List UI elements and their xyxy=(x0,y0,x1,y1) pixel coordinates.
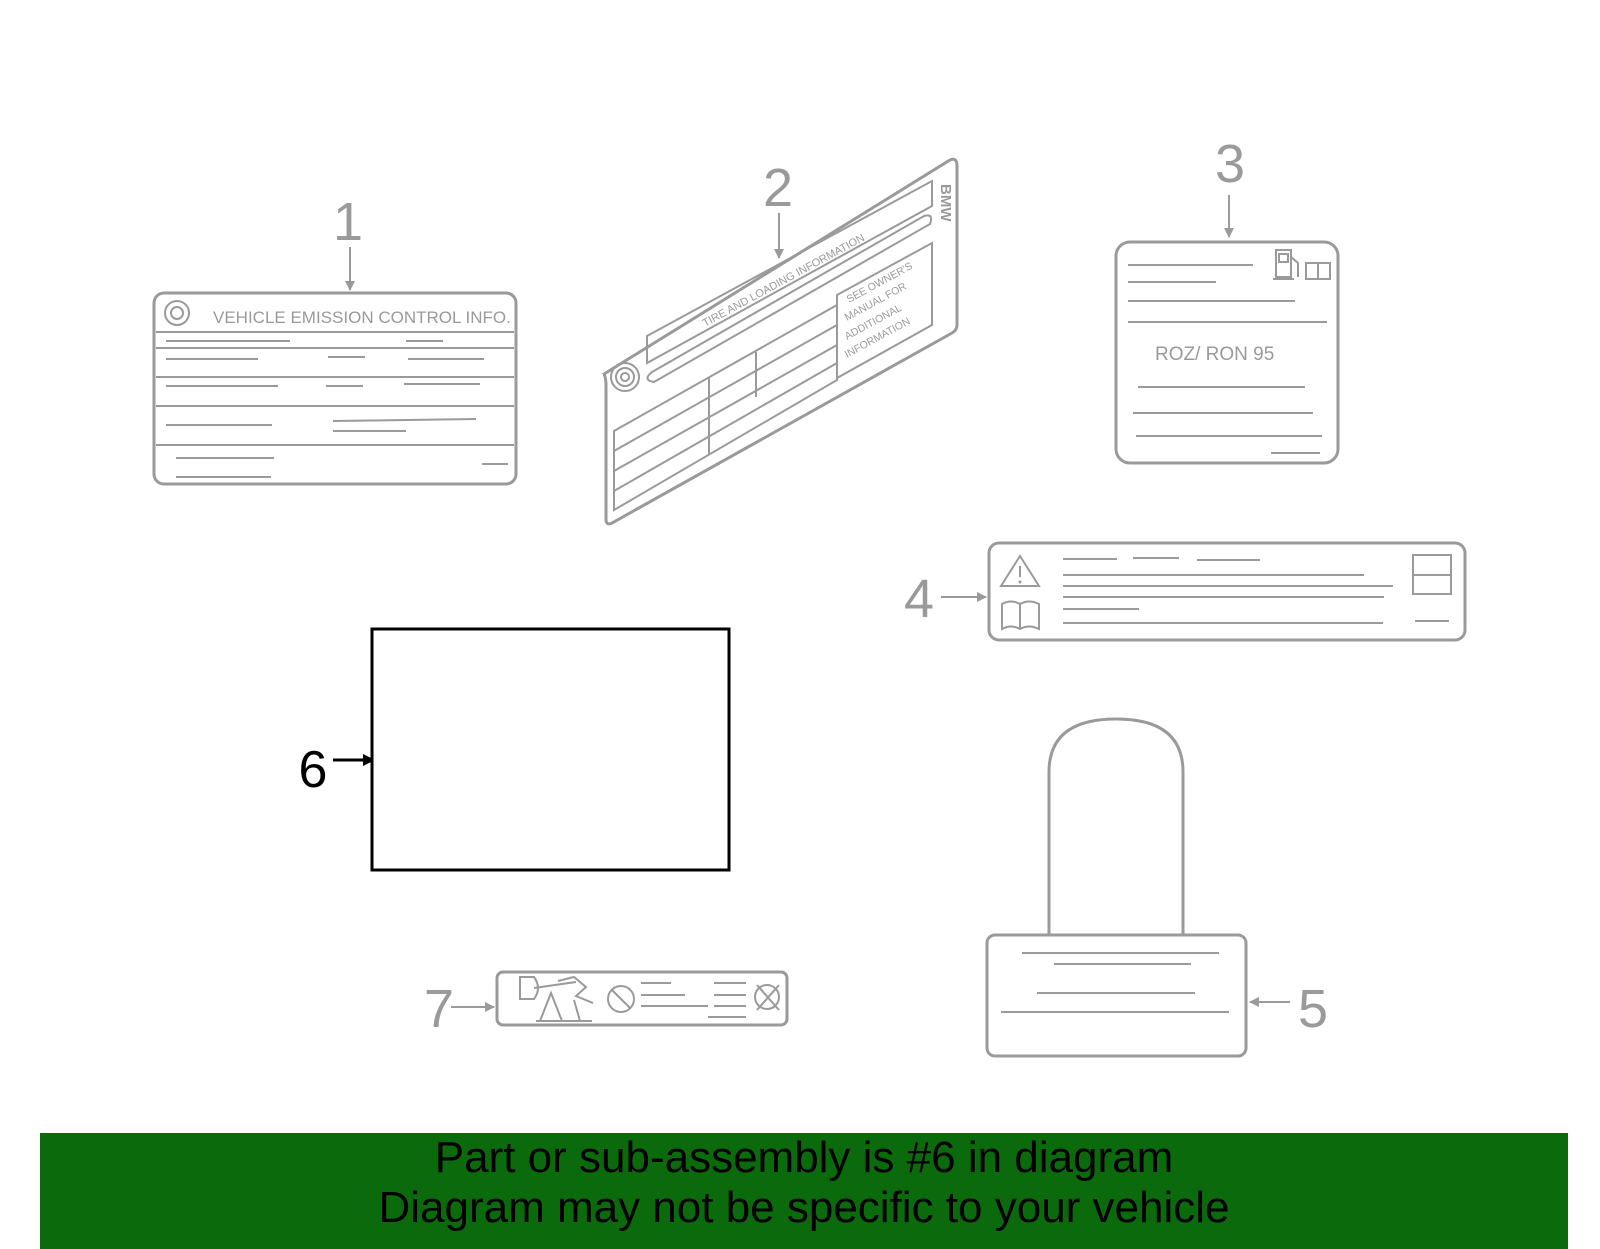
fuel-octane-text: ROZ/ RON 95 xyxy=(1155,344,1274,365)
pictogram-label-outline xyxy=(495,970,789,1027)
part-2-tire-loading-label[interactable]: 2 TIRE AND LOADING INFORMATION BMW SEE O… xyxy=(602,157,959,526)
part-7-pictogram-label[interactable]: 7 xyxy=(424,970,789,1039)
part-4-warning-label[interactable]: 4 xyxy=(904,541,1467,642)
pictogram-label-lines xyxy=(641,982,746,1018)
emission-label-lines xyxy=(156,331,514,478)
tire-label-table xyxy=(613,241,933,512)
callout-7: 7 xyxy=(424,979,454,1039)
emission-label-title: VEHICLE EMISSION CONTROL INFO. xyxy=(213,308,511,327)
valve-icon xyxy=(610,362,640,392)
callout-4: 4 xyxy=(904,569,934,629)
fuel-label-lines xyxy=(1128,264,1327,454)
part-3-fuel-label[interactable]: 3 ROZ/ RON 95 xyxy=(1114,134,1340,465)
tag-lines xyxy=(1001,952,1229,1013)
banner-line-2: Diagram may not be specific to your vehi… xyxy=(378,1183,1230,1232)
callout-2: 2 xyxy=(763,158,793,218)
manual-book-icon xyxy=(1001,600,1040,631)
no-symbol-icon xyxy=(607,985,635,1013)
tag-body-outline xyxy=(985,933,1248,1058)
part-1-emission-label[interactable]: 1 VEHICLE EMISSION CONTROL INFO. xyxy=(152,192,518,486)
info-banner: Part or sub-assembly is #6 in diagram Di… xyxy=(40,1133,1568,1249)
emission-logo-icon xyxy=(164,300,190,326)
part-6-outline xyxy=(370,627,731,872)
callout-1: 1 xyxy=(333,192,363,252)
warning-label-lines xyxy=(1063,554,1452,624)
part-6-highlighted-label[interactable]: 6 xyxy=(299,627,731,872)
part-5-tag-label[interactable]: 5 xyxy=(985,717,1328,1058)
fuel-label-outline xyxy=(1114,240,1340,465)
callout-5: 5 xyxy=(1298,979,1328,1039)
warning-triangle-icon xyxy=(999,554,1041,587)
tire-label-outline xyxy=(602,157,959,526)
callout-3: 3 xyxy=(1215,134,1245,194)
fuel-pump-icon xyxy=(1273,249,1331,280)
tire-label-bar xyxy=(646,214,933,384)
tag-loop-outline xyxy=(1047,717,1185,935)
callout-6: 6 xyxy=(299,741,328,799)
warning-label-outline xyxy=(987,541,1467,642)
no-disposal-icon xyxy=(754,984,780,1011)
tire-label-header-box xyxy=(646,179,933,365)
brand-text: BMW xyxy=(937,184,954,222)
banner-line-1: Part or sub-assembly is #6 in diagram xyxy=(434,1133,1174,1182)
pump-jack-icon xyxy=(519,975,594,1022)
